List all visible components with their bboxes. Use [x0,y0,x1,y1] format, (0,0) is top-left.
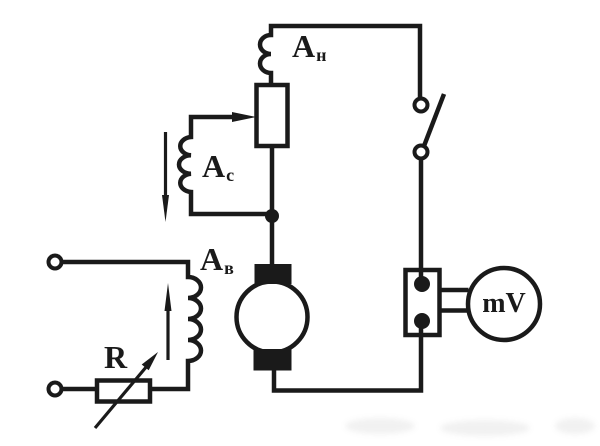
field-circuit [46,253,204,430]
current-arrow-down-icon [162,132,169,222]
label-rheostat-r: R [104,341,128,373]
terminal-top-icon [46,253,64,271]
bottom-wire [271,321,424,393]
millivoltmeter-dial [465,265,543,343]
motor-body [234,279,310,355]
vertical-rheostat [254,82,290,149]
label-mv-text: mV [482,288,526,319]
scan-smudge [345,418,415,434]
rheostat-r-arrow-shaft [93,364,149,430]
scan-smudge [555,418,595,434]
scan-smudge [440,420,530,436]
motor-brush-top-icon [254,264,292,284]
shunt-meter-connector [440,287,469,313]
shunt-terminal-bottom [414,313,430,329]
label-r-base: R [104,339,128,375]
label-coil-an: Aн [292,28,327,65]
switch-contact-bottom-icon [412,143,430,161]
label-coil-av: Aв [200,241,234,278]
coil-ac-loop [176,112,270,217]
shunt-terminal-top [414,276,430,292]
wiper-arrow-icon [232,112,256,122]
knife-switch [412,93,447,161]
motor-brush-bottom-icon [253,349,292,371]
current-arrow-up-icon [164,283,172,360]
switch-blade [421,93,447,147]
armature-top-wire-and-coil-an [257,23,423,99]
switch-contact-top-icon [412,96,430,114]
junction-dot [265,209,279,223]
label-ac-base: A [202,148,226,184]
dc-motor-symbol [234,264,310,371]
rheostat-r-body [94,378,153,404]
label-an-sub: н [316,45,327,65]
label-av-sub: в [224,258,234,278]
label-ac-sub: c [226,165,235,185]
label-millivoltmeter: mV [468,268,540,340]
rheostat-r-arrowhead-icon [141,352,158,371]
label-an-base: A [292,28,316,64]
label-coil-ac: Ac [202,148,235,185]
terminal-bottom-icon [46,380,64,398]
label-av-base: A [200,241,224,277]
